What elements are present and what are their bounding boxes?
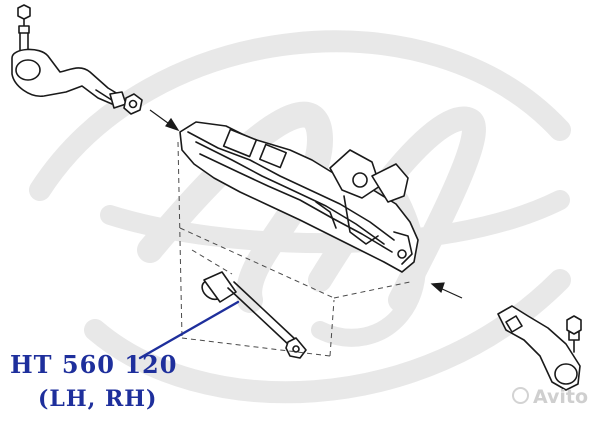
arrow-left-tie-rod — [149, 109, 180, 132]
tie-rod-end-left — [11, 4, 127, 109]
label-leader-line — [138, 300, 240, 360]
arrow-right-tie-rod — [430, 282, 463, 299]
marketplace-watermark: Avito — [511, 386, 588, 408]
tie-rod-end-right — [497, 305, 582, 391]
part-side-label: (LH, RH) — [38, 386, 158, 412]
assembly-guide-lines — [177, 141, 411, 357]
part-number-label: HT 560 120 — [10, 350, 178, 379]
watermark-text: Avito — [532, 386, 588, 408]
steering-rack — [179, 121, 419, 273]
inner-tie-rod — [201, 271, 307, 359]
lock-nut-left — [123, 93, 143, 115]
watermark-logo-icon — [511, 387, 529, 404]
